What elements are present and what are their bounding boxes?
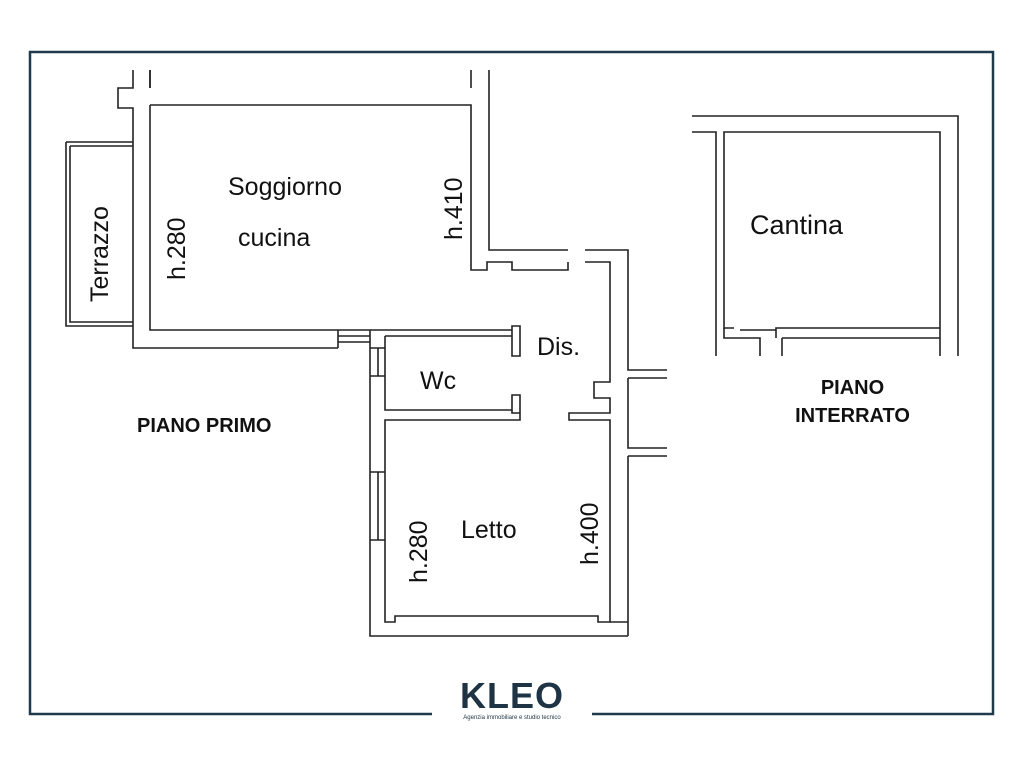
room-label-cantina: Cantina [750,210,844,240]
walls-primo [65,70,667,637]
height-letto-left: h.280 [405,520,433,583]
frame [28,50,995,716]
room-label-cucina: cucina [238,224,311,252]
floor-label-primo: PIANO PRIMO [137,415,272,437]
floor-label-interrato-line2: INTERRATO [795,405,910,427]
room-label-dis: Dis. [537,333,581,361]
walls-interrato [692,115,959,356]
room-label-terrazzo: Terrazzo [86,206,114,302]
height-letto-right: h.400 [576,502,604,565]
kleo-logo: KLEO Agenzia immobiliare e studio tecnic… [432,675,592,722]
logo-tagline: Agenzia immobiliare e studio tecnico [463,715,561,721]
room-label-letto: Letto [461,516,517,544]
floor-label-interrato-line1: PIANO [820,377,885,399]
logo-name: KLEO [459,675,564,716]
room-label-wc: Wc [420,367,457,395]
height-soggiorno-left: h.280 [163,217,191,280]
height-soggiorno-right: h.410 [440,177,468,240]
room-label-soggiorno: Soggiorno [228,173,342,201]
floor-label-interrato: PIANO INTERRATO [780,374,925,430]
